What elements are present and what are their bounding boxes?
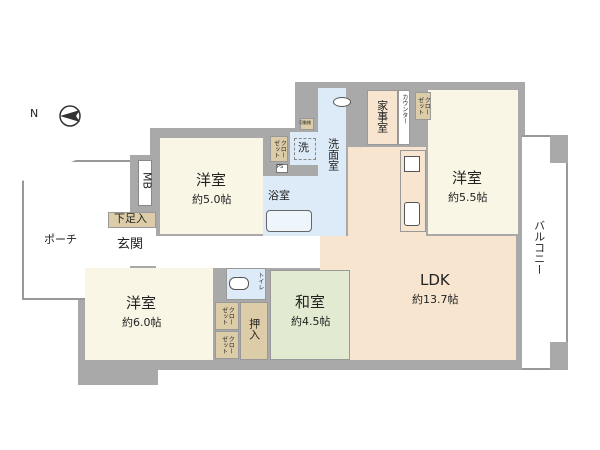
room-western-5: [160, 138, 263, 234]
washer-space: [294, 138, 316, 160]
entrance-label: 玄関: [117, 237, 144, 252]
balcony-wall: [550, 135, 568, 163]
toilet-icon: [229, 277, 249, 290]
room-name: LDK: [420, 271, 450, 289]
room-japanese: [270, 270, 350, 360]
oshiire: [240, 302, 268, 360]
washroom-label: 洗面室: [326, 138, 340, 171]
mb: [138, 160, 152, 206]
compass-icon: [48, 104, 88, 128]
entrance: [108, 228, 156, 266]
room-size: 約6.0帖: [122, 316, 162, 329]
room-western-55: [428, 90, 518, 234]
utility-room: [367, 90, 398, 145]
bath-label: 浴室: [268, 189, 290, 202]
closet: [215, 302, 239, 330]
room-name: 洋室: [126, 294, 157, 312]
stove-icon: [404, 156, 420, 172]
counter-label: カウンター: [400, 94, 408, 124]
closet: [270, 136, 288, 162]
room-western-6: [85, 268, 213, 360]
balcony-wall: [550, 342, 568, 370]
counter: [398, 90, 410, 145]
mb-label: MB: [140, 172, 154, 190]
closet-label: クローゼット: [220, 336, 235, 354]
room-size: 約4.5帖: [291, 315, 331, 328]
shoebox: [108, 212, 156, 228]
kitchen-sink-icon: [404, 202, 420, 226]
toilet-label: トイレ: [256, 272, 264, 290]
washroom: [318, 88, 346, 236]
room-ldk: [320, 236, 516, 360]
bathtub-icon: [266, 210, 312, 232]
room-name: 和室: [295, 293, 326, 311]
shoebox-label: 下足入: [114, 212, 147, 225]
ps-label: PS: [277, 164, 284, 170]
closet: [415, 92, 431, 120]
shelf: [300, 118, 314, 130]
oshiire-label: 押入: [247, 318, 261, 340]
closet-label: クローゼット: [220, 307, 235, 325]
balcony: [522, 135, 568, 370]
room-name: 洋室: [452, 169, 483, 187]
room-size: 約13.7帖: [412, 293, 459, 306]
closet: [215, 331, 239, 359]
balcony-label: バルコニー: [532, 220, 546, 275]
shelf-label: 可動棚: [299, 120, 311, 125]
room-name: 洋室: [196, 171, 227, 189]
ps: [276, 164, 288, 173]
hallway: [156, 236, 321, 268]
utility-label: 家事室: [375, 100, 389, 133]
closet-label: クローゼット: [272, 140, 287, 158]
porch-label: ポーチ: [44, 233, 77, 246]
closet-label: クローゼット: [416, 97, 431, 115]
room-size: 約5.0帖: [192, 193, 232, 206]
sink-icon: [333, 97, 351, 107]
room-size: 約5.5帖: [448, 191, 488, 204]
washer-label: 洗: [298, 141, 309, 154]
north-label: N: [30, 107, 39, 120]
